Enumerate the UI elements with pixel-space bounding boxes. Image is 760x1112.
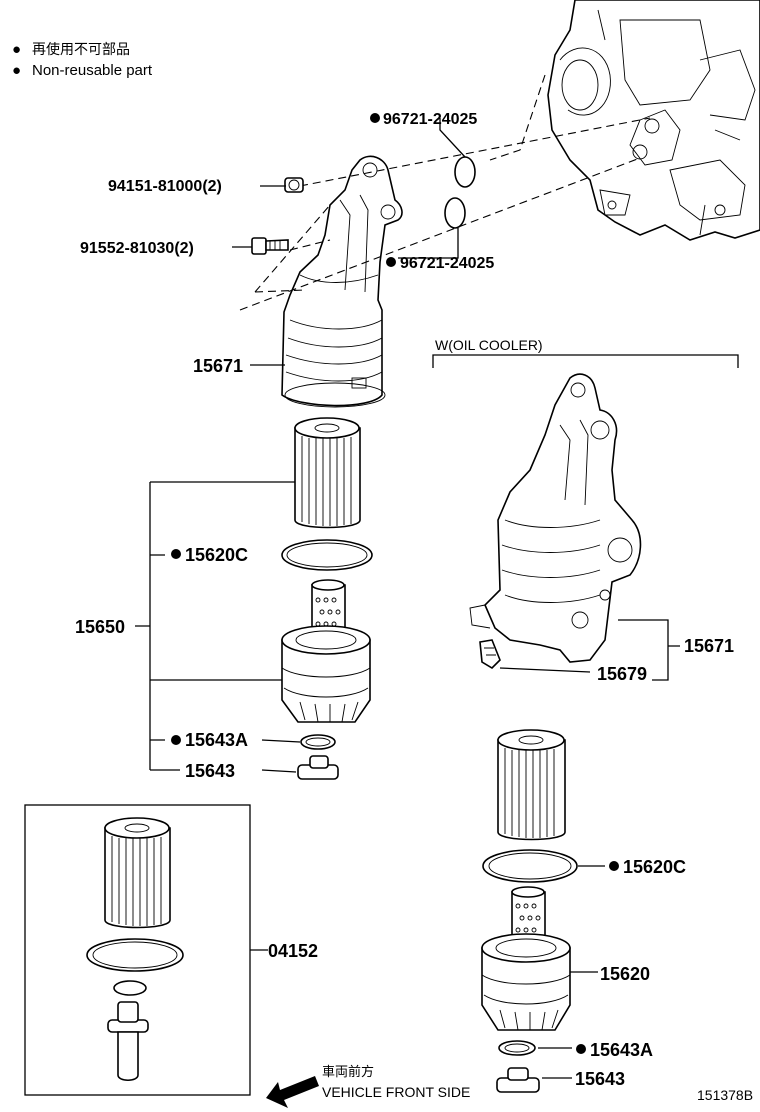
label-15643-left: 15643 — [185, 761, 235, 781]
bolt-91552 — [251, 237, 289, 255]
o-ring-15643A-right — [498, 1040, 536, 1056]
label-15620: 15620 — [600, 964, 650, 984]
o-ring-15620C-left — [281, 539, 373, 571]
front-label-en: VEHICLE FRONT SIDE — [322, 1084, 470, 1100]
legend-marker-2: ● — [12, 62, 21, 79]
non-reusable-marker — [609, 861, 619, 871]
label-04152: 04152 — [268, 941, 318, 961]
label-15671-upper: 15671 — [193, 356, 243, 376]
o-ring-96721-upper — [454, 156, 476, 188]
engine-block-illustration — [547, 0, 760, 241]
drain-plug-15643-left — [297, 755, 339, 780]
non-reusable-marker — [576, 1044, 586, 1054]
label-15679: 15679 — [597, 664, 647, 684]
non-reusable-marker — [171, 549, 181, 559]
label-96721-upper: 96721-24025 — [383, 111, 477, 128]
kit-drain-plug — [107, 1001, 149, 1082]
label-15671-right: 15671 — [684, 636, 734, 656]
o-ring-15643A-left — [300, 734, 336, 750]
figure-id: 151378B — [697, 1087, 753, 1103]
label-15643A-right: 15643A — [590, 1040, 653, 1060]
filter-element-left — [294, 417, 361, 529]
filter-housing-main — [281, 155, 403, 408]
label-91552: 91552-81030(2) — [80, 240, 194, 257]
label-oil-cooler: W(OIL COOLER) — [435, 337, 543, 353]
legend: ● 再使用不可部品 ● Non-reusable part — [12, 41, 153, 79]
label-15620C-left: 15620C — [185, 545, 248, 565]
label-15643-right: 15643 — [575, 1069, 625, 1089]
label-15650: 15650 — [75, 617, 125, 637]
pipe-15679 — [479, 639, 501, 670]
label-94151: 94151-81000(2) — [108, 178, 222, 195]
legend-marker-1: ● — [12, 41, 21, 58]
front-label-jp: 車両前方 — [322, 1064, 374, 1079]
oil-cooler-housing — [469, 373, 642, 663]
legend-line-jp: 再使用不可部品 — [32, 41, 130, 57]
kit-o-ring-small — [113, 980, 147, 996]
label-96721-lower: 96721-24025 — [400, 255, 494, 272]
non-reusable-marker — [386, 257, 396, 267]
label-15643A-left: 15643A — [185, 730, 248, 750]
vehicle-front-arrow-icon — [266, 1076, 319, 1108]
filter-cap-left — [281, 579, 371, 723]
kit-o-ring-large — [86, 938, 184, 972]
kit-filter-element — [104, 817, 171, 929]
filter-cap-right — [481, 886, 571, 1031]
legend-line-en: Non-reusable part — [32, 62, 153, 79]
drain-plug-15643-right — [496, 1067, 540, 1093]
label-15620C-right: 15620C — [623, 857, 686, 877]
o-ring-15620C-right — [482, 849, 578, 883]
o-ring-96721-lower — [444, 197, 466, 229]
non-reusable-marker — [171, 735, 181, 745]
nut-94151 — [284, 177, 304, 193]
filter-element-right — [497, 729, 566, 841]
non-reusable-marker — [370, 113, 380, 123]
